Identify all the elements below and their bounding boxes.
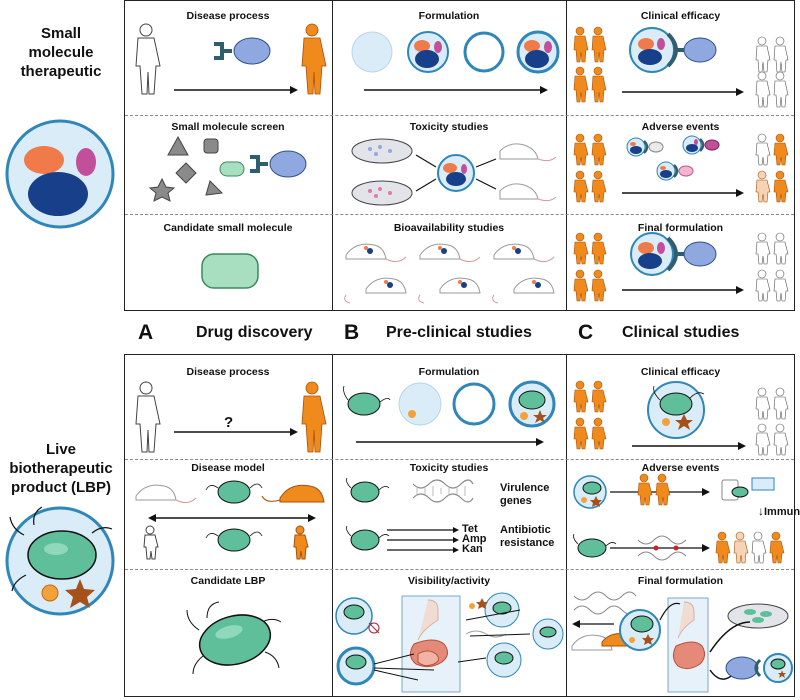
- top-final-formulation-illustration: [573, 232, 789, 302]
- stage-letter-c: C: [578, 321, 594, 344]
- bottom-c-title-3: Final formulation: [637, 575, 724, 587]
- top-c-title-2: Adverse events: [641, 121, 720, 133]
- lbp-toxicity-illustration: [346, 477, 474, 553]
- stage-title-c: Clinical studies: [622, 324, 740, 341]
- small-molecule-capsule-icon: [5, 119, 115, 229]
- bottom-a-title-2: Disease model: [191, 462, 265, 474]
- lbp-clinical-efficacy-illustration: [573, 380, 789, 456]
- toxicity-studies-illustration: [351, 138, 557, 206]
- top-c-title-1: Clinical efficacy: [640, 10, 721, 22]
- top-a-title-3: Candidate small molecule: [163, 222, 293, 234]
- top-b-title-3: Bioavailability studies: [393, 222, 505, 234]
- question-mark: ?: [224, 414, 234, 431]
- bottom-b-title-2: Toxicity studies: [409, 462, 489, 474]
- bottom-b-title-1: Formulation: [418, 366, 480, 378]
- antibiotic-amp: Amp: [462, 533, 487, 545]
- formulation-capsules: [351, 30, 560, 94]
- lbp-capsule-icon: [5, 506, 115, 616]
- immune-label: ↓Immune: [758, 504, 800, 518]
- disease-process-illustration: [135, 23, 327, 95]
- visibility-activity-illustration: [335, 592, 564, 693]
- disease-model-illustration: [135, 480, 325, 560]
- candidate-lbp-bacterium: [186, 601, 282, 675]
- stage-title-b: Pre-clinical studies: [386, 324, 532, 341]
- top-panel: [124, 0, 795, 311]
- stage-title-a: Drug discovery: [196, 324, 313, 341]
- stage-letter-b: B: [344, 321, 360, 344]
- side-label-lbp: Live biotherapeutic product (LBP): [9, 441, 113, 496]
- bottom-c-title-2: Adverse events: [641, 462, 720, 474]
- top-b-title-2: Toxicity studies: [409, 121, 489, 133]
- antibiotic-resistance-label: Antibiotic resistance: [500, 524, 555, 549]
- lbp-formulation-illustration: [343, 380, 556, 446]
- bottom-c-title-1: Clinical efficacy: [640, 366, 721, 378]
- bottom-a-title-1: Disease process: [186, 366, 270, 378]
- lbp-adverse-events-illustration: [573, 473, 785, 564]
- virulence-genes-label: Virulence genes: [500, 482, 550, 507]
- antibiotic-kan: Kan: [462, 543, 483, 555]
- bottom-panel: [124, 354, 795, 697]
- top-adverse-events-illustration: [573, 133, 789, 203]
- top-a-title-1: Disease process: [186, 10, 270, 22]
- bottom-a-title-3: Candidate LBP: [190, 575, 266, 587]
- stage-letter-a: A: [138, 321, 154, 344]
- top-b-title-1: Formulation: [418, 10, 480, 22]
- lbp-final-formulation-illustration: [571, 591, 793, 693]
- top-a-title-2: Small molecule screen: [171, 121, 285, 133]
- antibiotic-tet: Tet: [462, 523, 478, 535]
- top-clinical-efficacy-illustration: [573, 26, 789, 108]
- down-arrow-icon: ↓: [758, 504, 764, 518]
- bottom-b-title-3: Visibility/activity: [407, 575, 491, 587]
- top-c-title-3: Final formulation: [637, 222, 724, 234]
- candidate-small-molecule-pill: [201, 253, 259, 289]
- lbp-disease-process-illustration: [135, 381, 327, 453]
- side-label-small-molecule: Small molecule therapeutic: [20, 25, 102, 80]
- small-molecule-screen-illustration: [148, 135, 307, 202]
- bioavailability-mice: [344, 243, 555, 304]
